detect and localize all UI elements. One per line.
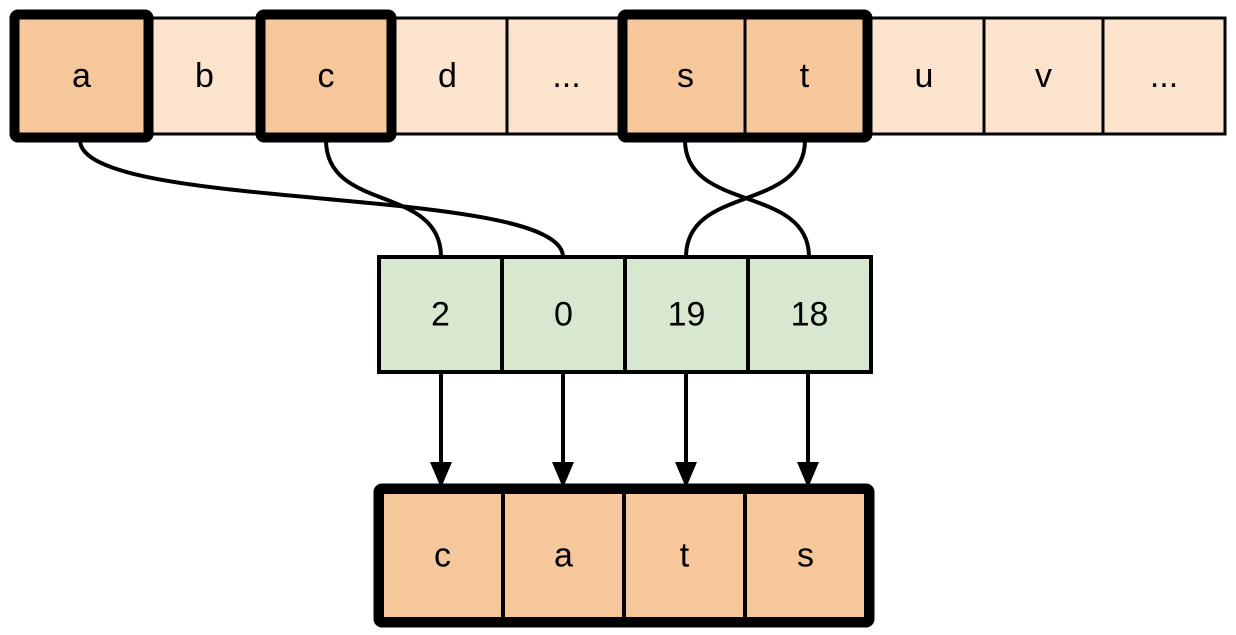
alphabet-cell-label-s: s [677,57,694,95]
index-cell-0[interactable] [377,255,504,374]
alphabet-cell-label-t: t [800,57,810,95]
arrow-index-2-to-t-head [675,462,697,488]
arrow-index-0-to-c-head [430,462,452,488]
alphabet-cell-label-c: c [318,57,335,95]
arrows-group [430,372,819,488]
alphabet-cell-label-u: u [915,57,934,95]
link-a-to-index-0 [78,139,565,258]
index-cell-value-3: 18 [791,295,829,333]
alphabet-cell-label-d: d [438,57,457,95]
alphabet-cell-b[interactable] [143,16,266,136]
index-cell-value-2: 19 [668,295,706,333]
result-row-outline [373,483,875,628]
link-t-to-index-19 [684,139,807,258]
link-c-to-index-2 [324,139,443,258]
arrow-index-1-to-a-head [552,462,574,488]
alphabet-cell-label-a: a [72,57,91,95]
result-cell-label-a: a [554,536,573,574]
arrow-index-3-to-s-head [797,462,819,488]
index-cell-2[interactable] [623,255,750,374]
alphabet-highlight-outline-s-t [617,9,873,143]
index-cell-value-0: 2 [431,295,450,333]
alphabet-cell-label-ellipsis-9: ... [1150,57,1178,95]
alphabet-cell-ellipsis-9[interactable] [1101,16,1227,136]
alphabet-highlight-outline-a [9,9,154,143]
alphabet-cell-label-v: v [1035,57,1052,95]
result-cell-label-s: s [797,536,814,574]
index-cell-3[interactable] [746,255,873,374]
alphabet-highlight-outline-c [255,9,397,143]
index-cell-value-1: 0 [554,295,573,333]
result-cell-label-t: t [680,536,690,574]
alphabet-cell-label-ellipsis-4: ... [552,57,580,95]
alphabet-cell-ellipsis-4[interactable] [505,16,628,136]
result-cell-label-c: c [434,536,451,574]
curve-links-group [78,139,811,258]
result-cell-a[interactable] [501,490,626,621]
alphabet-row: a b c d... s t u v... [9,9,1227,143]
result-cell-t[interactable] [622,490,747,621]
alphabet-cell-v[interactable] [982,16,1105,136]
alphabet-cell-label-b: b [195,57,214,95]
